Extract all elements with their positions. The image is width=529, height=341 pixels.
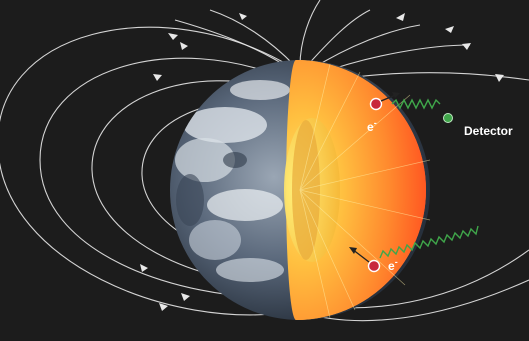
field-arrow-icon — [181, 293, 190, 301]
field-arrows-right — [239, 13, 504, 82]
electron-symbol: e — [367, 120, 374, 134]
field-line — [209, 9, 296, 67]
field-line — [304, 9, 371, 69]
field-arrow-icon — [153, 74, 162, 81]
field-arrow-icon — [462, 43, 471, 50]
electron-symbol: e — [388, 259, 395, 273]
field-line — [299, 0, 321, 67]
field-arrow-icon — [140, 264, 148, 272]
electron-charge: - — [373, 118, 377, 128]
field-arrow-icon — [159, 303, 168, 311]
electron-icon — [367, 259, 381, 273]
electron-top — [369, 92, 400, 111]
electron-icon — [369, 97, 383, 111]
wave-top — [391, 98, 441, 110]
electron-bottom-label: e- — [388, 257, 398, 273]
field-arrow-icon — [168, 33, 178, 40]
field-arrows-left — [140, 33, 190, 311]
field-lines-right — [174, 0, 529, 322]
electron-top-label: e- — [367, 118, 377, 134]
field-arrow-icon — [495, 74, 504, 82]
electron-bottom — [349, 247, 381, 273]
interior-core-edge — [292, 120, 320, 260]
field-arrow-icon — [396, 13, 405, 21]
detector-dot-icon — [443, 113, 453, 123]
interior-rays — [299, 63, 431, 319]
field-line — [0, 26, 291, 316]
electron-charge: - — [394, 257, 398, 267]
detector-label: Detector — [464, 124, 513, 138]
earth-clouds — [175, 80, 290, 282]
field-line — [39, 57, 291, 299]
wave-bottom — [379, 225, 479, 259]
field-arrow-icon — [180, 42, 188, 50]
earth-interior-cutaway — [284, 60, 431, 320]
electron-arrow-head — [349, 247, 357, 254]
field-arrow-icon — [239, 13, 247, 20]
electron-arrow-head — [392, 92, 400, 98]
field-arrow-icon — [445, 26, 454, 33]
